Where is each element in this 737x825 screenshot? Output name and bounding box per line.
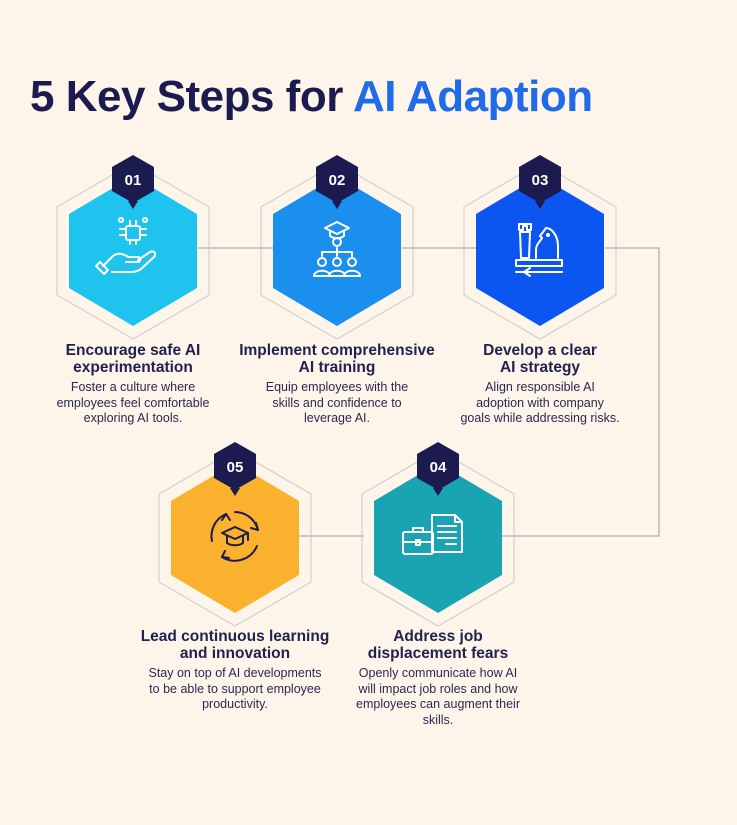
connectors [198,247,660,537]
step-desc-line: Foster a culture where [70,380,196,394]
hex-fill [476,176,604,326]
connector-3-4 [498,247,660,537]
badge-pointer [128,201,138,209]
step-description: Stay on top of AI developments to be abl… [125,666,345,713]
step-title-line: Develop a clear [483,342,597,359]
step-number: 01 [125,172,142,189]
hex-fill [69,176,197,326]
step-title-line: displacement fears [367,645,509,662]
step-description: Align responsible AI adoption with compa… [430,380,650,427]
step-05-node: 05 [158,442,312,627]
graduate-team-icon [313,221,361,277]
step-title-line: AI training [298,359,376,376]
step-desc-line: Openly communicate how AI [358,666,518,680]
step-title-line: Implement comprehensive [239,342,435,359]
chess-strategy-icon [515,223,563,277]
step-number: 05 [227,459,244,476]
step-number: 03 [532,172,549,189]
documents-briefcase-icon [402,514,463,555]
step-desc-line: skills and confidence to [272,395,402,410]
step-title: Develop a clear AI strategy [430,342,650,376]
step-title-line: and innovation [179,645,291,662]
step-title-line: Encourage safe AI [65,342,201,359]
step-04-text: Address job displacement fears Openly co… [328,628,548,728]
step-desc-line: to be able to support employee [149,681,321,696]
step-number: 04 [430,459,447,476]
step-desc-line: Align responsible AI [485,380,595,394]
step-03-text: Develop a clear AI strategy Align respon… [430,342,650,427]
hex-outline [361,449,515,627]
badge-pointer [230,488,240,496]
step-desc-line: exploring AI tools. [83,411,183,425]
step-description: Equip employees with the skills and conf… [227,380,447,427]
graduation-cycle-icon [210,511,259,562]
step-01-node: 01 [56,155,210,340]
badge-pointer [535,201,545,209]
step-description: Openly communicate how AI will impact jo… [328,666,548,728]
step-desc-line: productivity. [202,697,268,711]
hex-outline [56,162,210,340]
step-title: Implement comprehensive AI training [227,342,447,376]
step-04-node: 04 [361,442,515,627]
hex-outline [260,162,414,340]
step-title: Encourage safe AI experimentation [23,342,243,376]
step-desc-line: Stay on top of AI developments [148,666,322,680]
hand-with-ai-chip-icon [95,217,157,275]
step-description: Foster a culture where employees feel co… [23,380,243,427]
step-badge [417,442,459,490]
step-02-node: 02 [260,155,414,340]
step-badge [112,155,154,203]
step-title-line: experimentation [73,359,193,376]
badge-pointer [332,201,342,209]
step-desc-line: adoption with company [476,395,604,410]
hex-outline [158,449,312,627]
step-title-line: Address job [393,628,483,645]
step-badge [214,442,256,490]
step-05-text: Lead continuous learning and innovation … [125,628,345,713]
step-desc-line: will impact job roles and how [358,681,518,696]
badge-pointer [433,488,443,496]
page-title: 5 Key Steps for AI Adaption [30,72,593,122]
step-01-text: Encourage safe AI experimentation Foster… [23,342,243,427]
step-desc-line: Equip employees with the [265,380,409,394]
step-number: 02 [329,172,346,189]
title-part-2: AI Adaption [352,72,593,121]
step-desc-line: goals while addressing risks. [460,411,620,425]
step-03-node: 03 [463,155,617,340]
step-desc-line: employees can augment their [356,697,520,711]
title-part-1: 5 Key Steps for [30,72,343,121]
step-title: Lead continuous learning and innovation [125,628,345,662]
step-badge [316,155,358,203]
step-title: Address job displacement fears [328,628,548,662]
step-title-line: Lead continuous learning [140,628,330,645]
step-desc-line: leverage AI. [303,411,370,425]
hex-outline [463,162,617,340]
step-desc-line: skills. [422,712,454,727]
step-badge [519,155,561,203]
step-title-line: AI strategy [499,359,581,376]
step-02-text: Implement comprehensive AI training Equi… [227,342,447,427]
step-desc-line: employees feel comfortable [56,395,210,410]
